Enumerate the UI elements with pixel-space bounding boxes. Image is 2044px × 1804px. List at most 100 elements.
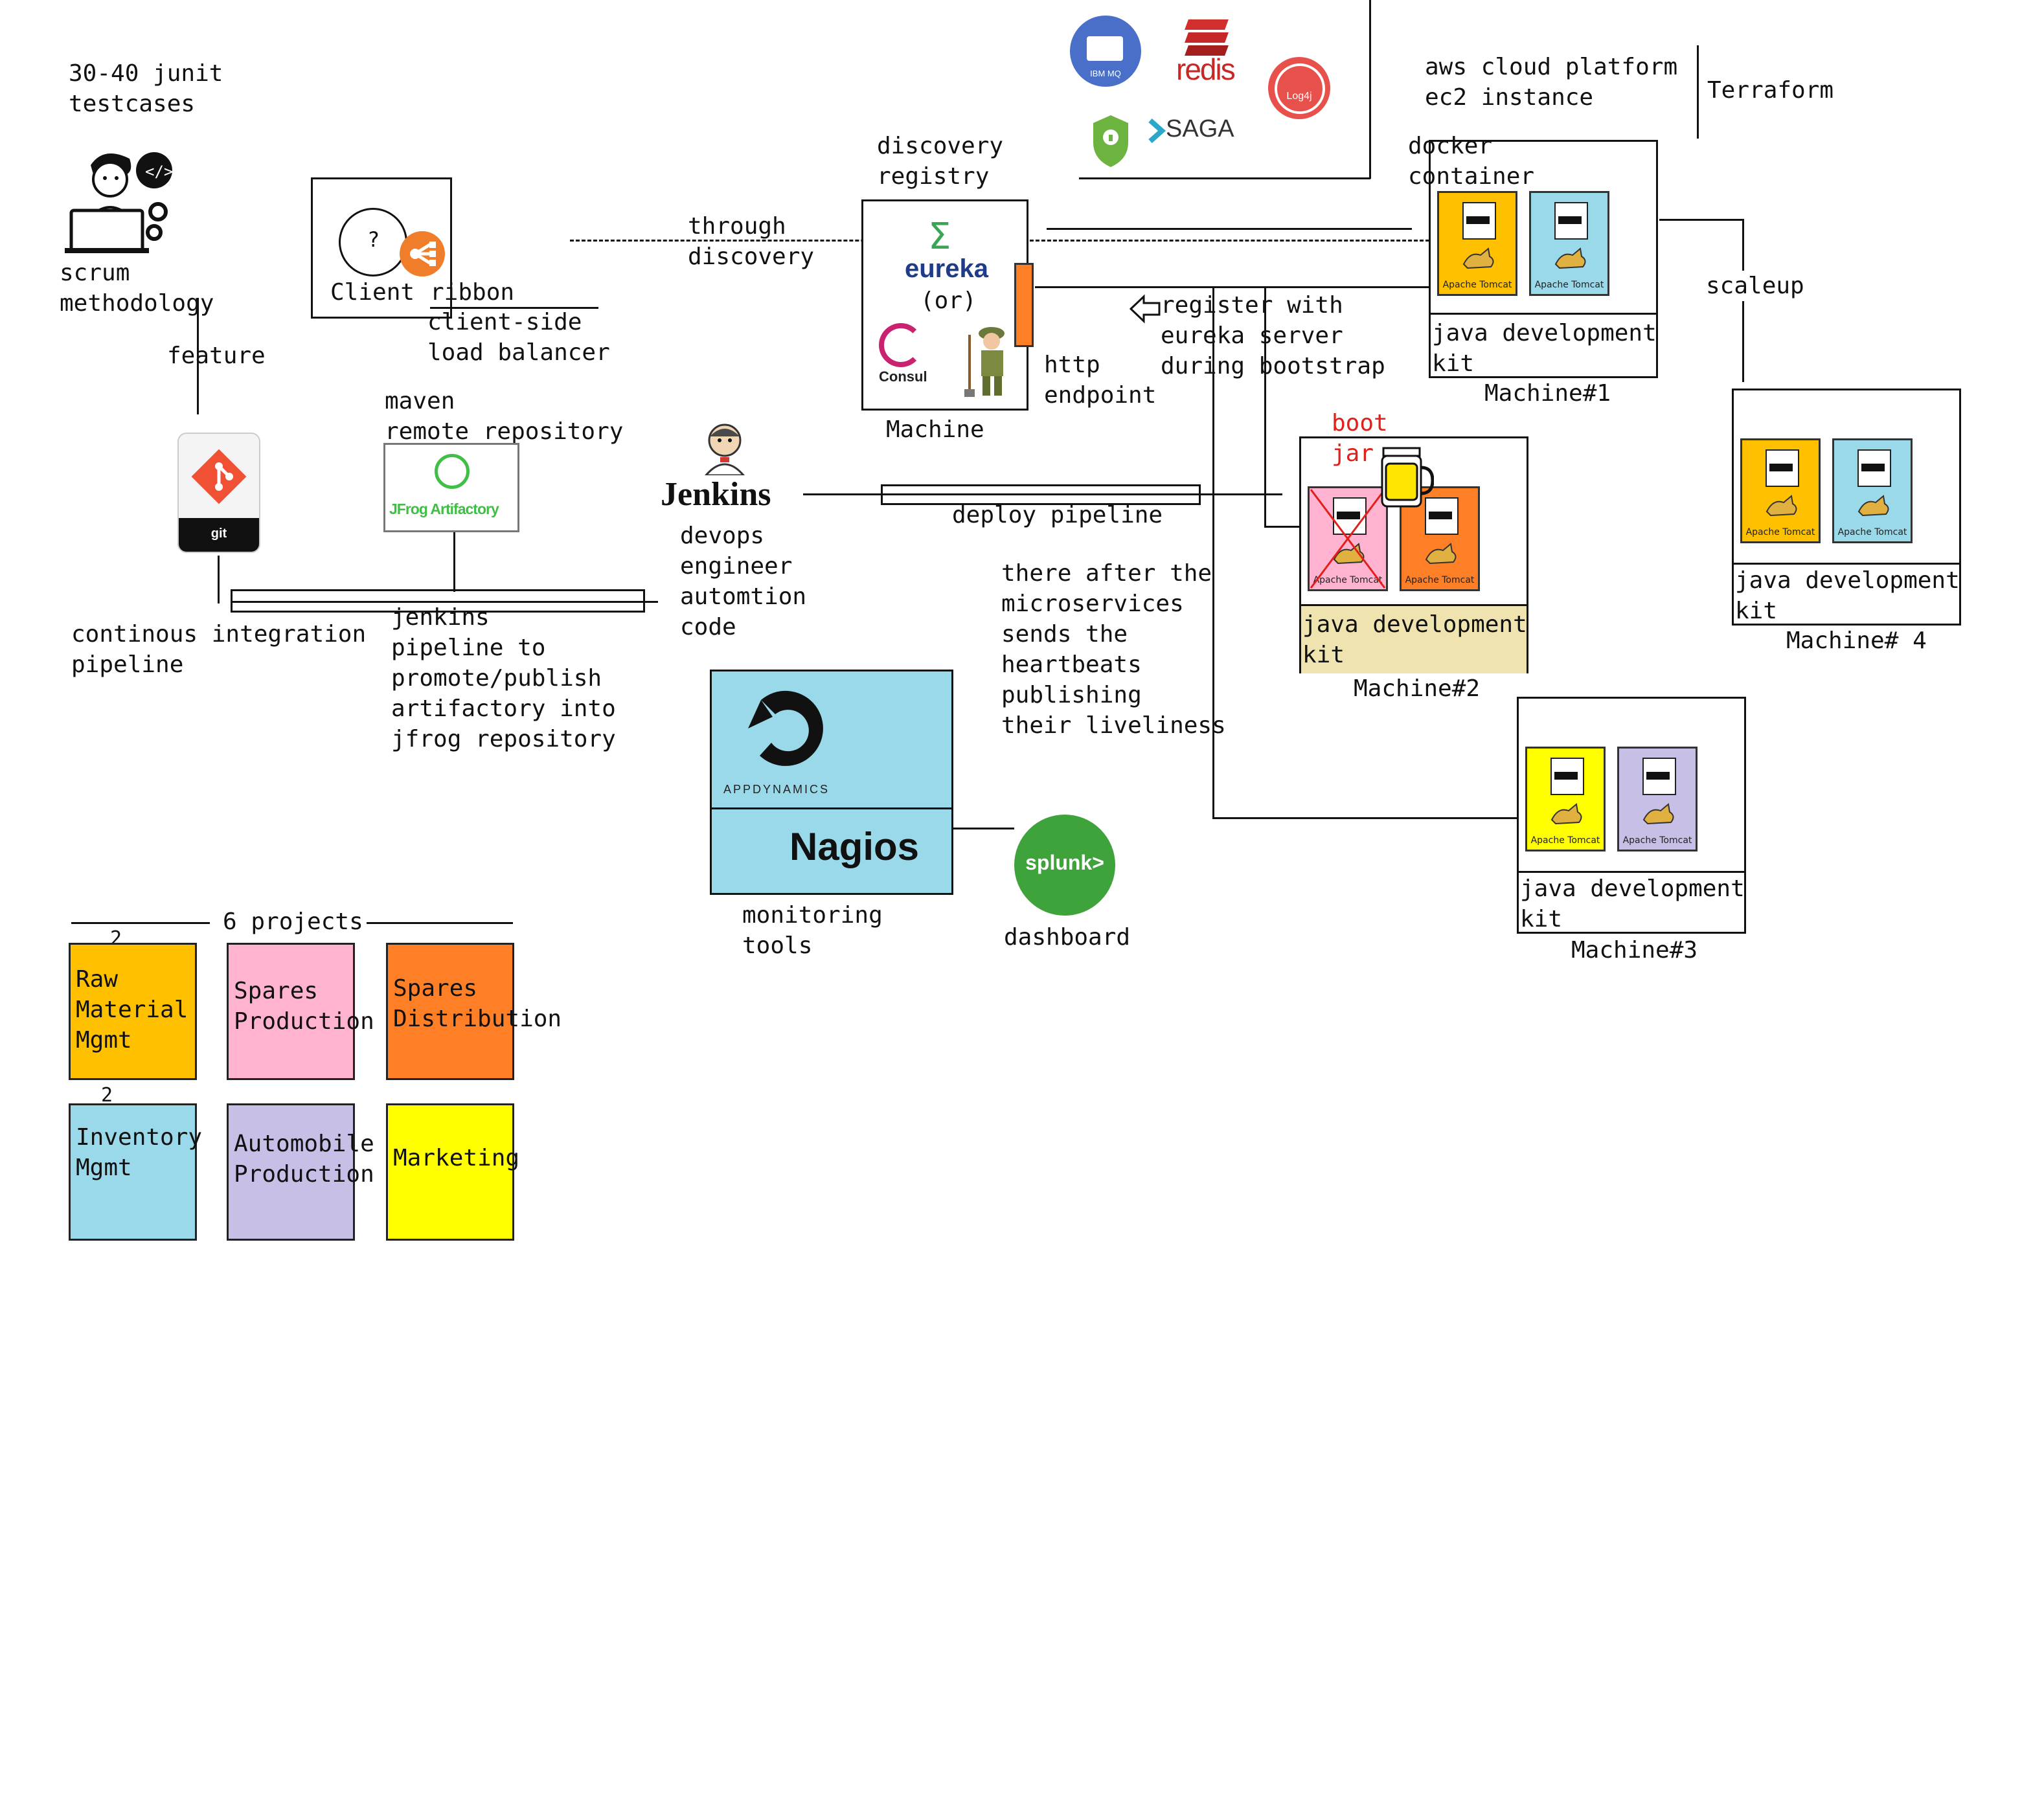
machine-2-box: Apache Tomcat Apache Tomcat java develop… <box>1299 436 1528 673</box>
discovery-machine-box: Σ eureka (or) Consul <box>861 199 1028 411</box>
saga-icon <box>1148 118 1167 146</box>
heartbeat-text: there after the microservices sends the … <box>1001 560 1226 739</box>
client-question-mark: ? <box>367 227 380 252</box>
ibm-mq-icon: IBM MQ <box>1070 16 1141 87</box>
saga-text: SAGA <box>1166 115 1234 142</box>
deploy-pipeline-bar <box>881 484 1201 505</box>
machine-1-label: Machine#1 <box>1484 380 1611 407</box>
ribbon-underline <box>430 307 598 309</box>
junit-testcases-text: 30-40 junit testcases <box>69 60 223 117</box>
register-eureka-text: register with eureka server during boots… <box>1161 292 1385 379</box>
gardener-figure-icon <box>960 322 1015 400</box>
m3-connector <box>1212 817 1517 819</box>
terraform-text: Terraform <box>1707 77 1834 104</box>
log4j-icon: Log4j <box>1268 57 1330 119</box>
ci-pipeline-line <box>231 601 658 603</box>
maven-repository-text: maven remote repository <box>385 388 624 445</box>
project-raw-material: Raw Material Mgmt <box>69 943 197 1080</box>
project-spares-production: Spares Production <box>227 943 374 1080</box>
client-label: Client <box>330 279 415 306</box>
machine-3-label: Machine#3 <box>1571 937 1698 964</box>
monitoring-tools-box: APPDYNAMICS Nagios <box>710 670 953 895</box>
docker-container-text: docker container <box>1408 133 1535 190</box>
appdynamics-logo-icon <box>735 688 832 775</box>
discovery-to-m1-line-upper <box>1047 228 1412 230</box>
register-arrow-icon <box>1129 294 1161 326</box>
project-spares-distribution: Spares Distribution <box>386 943 562 1080</box>
monitoring-tools-text: monitoring tools <box>742 902 883 959</box>
consul-text: Consul <box>879 368 927 385</box>
war-tomcat-icon: Apache Tomcat <box>1740 438 1821 543</box>
through-discovery-text: through discovery <box>688 213 815 270</box>
project-automobile-production: Automobile Production <box>227 1103 374 1241</box>
ci-pipeline-text: continous integration pipeline <box>71 621 367 678</box>
terraform-divider <box>1697 45 1699 139</box>
deploy-pipeline-line <box>803 493 1282 495</box>
jdk-label: java development kit <box>1302 611 1527 668</box>
jfrog-label: JFrog Artifactory <box>389 501 499 517</box>
jfrog-circle-icon <box>435 454 470 489</box>
eureka-text: eureka <box>905 254 988 283</box>
heartbeat-vertical-line-b <box>1264 286 1266 527</box>
dashboard-text: dashboard <box>1004 924 1131 951</box>
machine-3-box: Apache Tomcat Apache Tomcat java develop… <box>1517 697 1746 934</box>
nagios-to-splunk-line <box>953 828 1014 829</box>
project-count-bottom: 2 <box>101 1084 113 1107</box>
svg-text:</>: </> <box>145 163 173 181</box>
security-shield-icon <box>1092 114 1130 171</box>
ribbon-label: ribbon <box>430 279 515 306</box>
war-tomcat-icon-removed: Apache Tomcat <box>1308 486 1388 591</box>
tech-logos-bottom-border <box>1079 177 1370 179</box>
http-endpoint-port <box>1014 263 1034 347</box>
scaleup-text: scaleup <box>1706 271 1804 301</box>
sigma-icon: Σ <box>928 216 951 258</box>
discovery-machine-label: Machine <box>886 416 984 443</box>
redis-text: redis <box>1176 52 1236 86</box>
git-connector <box>218 556 220 603</box>
feature-text: feature <box>167 343 266 369</box>
projects-line-right <box>367 922 513 924</box>
jar-mug-icon <box>1380 447 1435 512</box>
jdk-label: java development kit <box>1432 320 1657 377</box>
discovery-to-m1-line <box>1035 286 1430 288</box>
devops-engineer-text: devops engineer automtion code <box>680 523 807 640</box>
machine-2-label: Machine#2 <box>1354 675 1481 702</box>
scrum-methodology-text: scrum methodology <box>60 260 214 317</box>
ribbon-load-balancer-icon <box>400 231 445 276</box>
splunk-icon: splunk> <box>1014 815 1115 916</box>
http-endpoint-text: http endpoint <box>1044 352 1157 409</box>
jenkins-title: Jenkins <box>661 476 771 513</box>
machine-4-box: Apache Tomcat Apache Tomcat java develop… <box>1732 389 1961 626</box>
client-box: ? <box>311 177 452 319</box>
git-icon: git <box>177 433 260 553</box>
heartbeat-vertical-line-a <box>1212 286 1214 817</box>
scaleup-line-h <box>1659 219 1743 221</box>
discovery-registry-text: discovery registry <box>877 133 1004 190</box>
war-tomcat-icon: Apache Tomcat <box>1529 191 1609 296</box>
m2-connector <box>1264 526 1299 528</box>
aws-platform-text: aws cloud platform ec2 instance <box>1425 54 1678 111</box>
jdk-label: java development kit <box>1735 567 1960 624</box>
war-tomcat-icon: Apache Tomcat <box>1617 747 1698 851</box>
war-tomcat-icon: Apache Tomcat <box>1437 191 1517 296</box>
projects-line-left <box>71 922 210 924</box>
consul-icon <box>879 323 923 367</box>
machine-4-label: Machine# 4 <box>1786 627 1927 654</box>
git-label: git <box>210 526 227 541</box>
or-text: (or) <box>920 288 977 314</box>
project-inventory: Inventory Mgmt <box>69 1103 202 1241</box>
war-tomcat-icon: Apache Tomcat <box>1525 747 1606 851</box>
deploy-pipeline-text: deploy pipeline <box>952 502 1163 528</box>
jdk-label: java development kit <box>1520 875 1745 932</box>
developer-laptop-icon: </> <box>65 139 175 256</box>
tech-logos-right-border <box>1369 0 1371 179</box>
appdynamics-text: APPDYNAMICS <box>723 783 830 796</box>
jfrog-artifactory-box: JFrog Artifactory <box>383 443 519 532</box>
feature-connector <box>197 298 199 414</box>
jenkins-publish-text: jenkins pipeline to promote/publish arti… <box>391 604 616 752</box>
boot-jar-text: boot jar <box>1332 410 1388 467</box>
projects-title: 6 projects <box>223 908 363 935</box>
ribbon-description: client-side load balancer <box>427 309 610 366</box>
artifactory-connector <box>453 532 455 592</box>
war-tomcat-icon: Apache Tomcat <box>1832 438 1913 543</box>
